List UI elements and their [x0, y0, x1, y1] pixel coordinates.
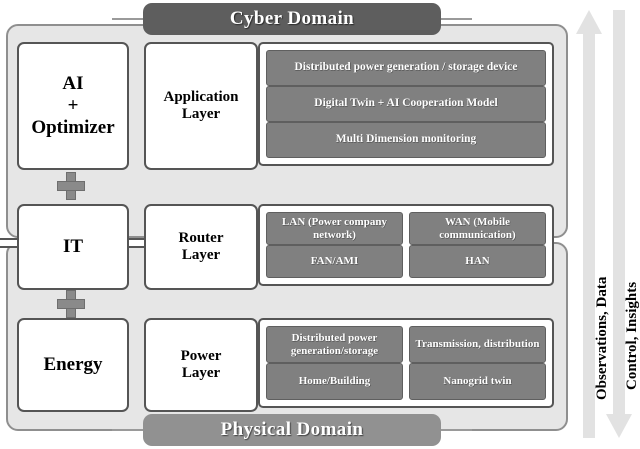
router-layer-line-1: Router	[178, 229, 224, 246]
application-chip-row-3: Multi Dimension monitoring	[266, 122, 546, 158]
bottom-banner-left-wing	[112, 429, 148, 431]
ai-optimizer-line-3: Optimizer	[31, 116, 115, 138]
box-power-layer: Power Layer	[144, 318, 258, 412]
box-application-layer: Application Layer	[144, 42, 258, 170]
router-chip-row-1: LAN (Power company network) WAN (Mobile …	[266, 212, 546, 245]
power-layer-line-2: Layer	[181, 365, 221, 381]
cyber-domain-banner: Cyber Domain	[143, 3, 441, 35]
chip-wan-mobile-communication: WAN (Mobile communication)	[409, 212, 546, 245]
link-stub-it-router	[121, 238, 148, 248]
router-layer-content: LAN (Power company network) WAN (Mobile …	[258, 204, 554, 286]
box-ai-optimizer: AI + Optimizer	[17, 42, 129, 170]
observations-data-arrow	[576, 10, 602, 438]
chip-nanogrid-twin: Nanogrid twin	[409, 363, 546, 400]
chip-multi-dimension-monitoring: Multi Dimension monitoring	[266, 122, 546, 158]
control-insights-label: Control, Insights	[624, 281, 640, 390]
chip-home-building: Home/Building	[266, 363, 403, 400]
application-layer-content: Distributed power generation / storage d…	[258, 42, 554, 166]
top-banner-left-wing	[112, 18, 148, 20]
top-banner-right-wing	[436, 18, 472, 20]
plus-connector-ai-it	[57, 172, 85, 200]
power-layer-content: Distributed power generation/storage Tra…	[258, 318, 554, 408]
chip-digital-twin-ai-cooperation-model: Digital Twin + AI Cooperation Model	[266, 86, 546, 122]
bottom-banner-right-wing	[436, 429, 472, 431]
link-stub-outer-left	[0, 238, 21, 248]
router-chip-row-2: FAN/AMI HAN	[266, 245, 546, 278]
chip-lan-power-company-network: LAN (Power company network)	[266, 212, 403, 245]
application-chip-row-2: Digital Twin + AI Cooperation Model	[266, 86, 546, 122]
it-label: IT	[62, 236, 84, 258]
chip-distributed-power-generation-storage-device: Distributed power generation / storage d…	[266, 50, 546, 86]
box-router-layer: Router Layer	[144, 204, 258, 290]
box-energy: Energy	[17, 318, 129, 412]
ai-optimizer-line-2: +	[67, 95, 79, 117]
power-chip-row-2: Home/Building Nanogrid twin	[266, 363, 546, 400]
observations-data-label: Observations, Data	[594, 276, 610, 400]
ai-optimizer-line-1: AI	[62, 73, 84, 95]
chip-han: HAN	[409, 245, 546, 278]
application-chip-row-1: Distributed power generation / storage d…	[266, 50, 546, 86]
application-layer-line-2: Layer	[181, 106, 221, 122]
box-it: IT	[17, 204, 129, 290]
application-layer-line-1: Application	[163, 88, 239, 105]
energy-label: Energy	[43, 354, 103, 376]
chip-distributed-power-generation-storage: Distributed power generation/storage	[266, 326, 403, 363]
chip-fan-ami: FAN/AMI	[266, 245, 403, 278]
control-insights-arrow	[606, 10, 632, 438]
plus-connector-it-energy	[57, 290, 85, 318]
power-layer-line-1: Power	[180, 347, 222, 364]
power-chip-row-1: Distributed power generation/storage Tra…	[266, 326, 546, 363]
router-layer-line-2: Layer	[181, 247, 221, 263]
chip-transmission-distribution: Transmission, distribution	[409, 326, 546, 363]
physical-domain-banner: Physical Domain	[143, 414, 441, 446]
